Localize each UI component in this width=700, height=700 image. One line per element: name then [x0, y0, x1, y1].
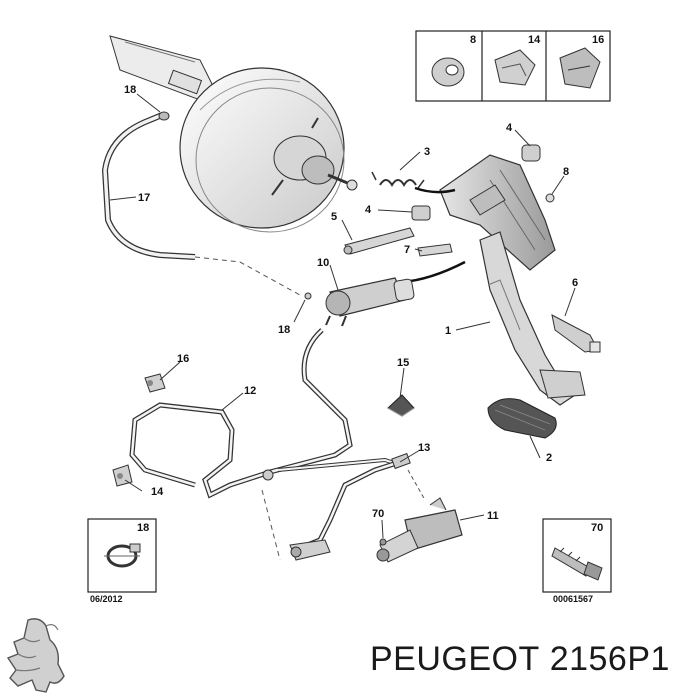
inset-top: 8 14 16: [415, 30, 611, 102]
inset-left-date: 06/2012: [90, 594, 123, 604]
callout-16: 16: [177, 353, 189, 365]
callout-8: 8: [563, 166, 569, 178]
part-caption: PEUGEOT 2156P1: [370, 640, 696, 690]
callout-7: 7: [404, 244, 410, 256]
slave-cylinder: [289, 452, 463, 563]
callout-14: 14: [151, 486, 164, 498]
part-number: 2156P1: [549, 640, 670, 678]
callout-4a: 4: [506, 122, 513, 134]
pedal-assembly: [439, 144, 601, 439]
pivot-parts: [343, 205, 466, 284]
clutch-master-cylinder: [304, 277, 415, 327]
callout-1: 1: [445, 325, 451, 337]
callout-2: 2: [546, 452, 552, 464]
callout-labels: 18 17 3 4 4 8 5 7 10 6 18 1 16 15 12 14 …: [124, 84, 578, 522]
clutch-pipe: [129, 328, 401, 561]
callout-11: 11: [487, 510, 499, 522]
peugeot-lion-logo: [6, 618, 65, 693]
callout-10: 10: [317, 257, 329, 269]
callout-13: 13: [418, 442, 430, 454]
inset-right-ref: 00061567: [553, 594, 593, 604]
inset-right: 70 00061567: [542, 518, 612, 604]
leader-lines: [109, 93, 576, 539]
callout-18b: 18: [278, 324, 290, 336]
inset-left-18: 18: [137, 522, 149, 534]
vacuum-hose: [101, 111, 301, 296]
inset-top-8: 8: [470, 34, 476, 46]
brand-name: PEUGEOT: [370, 640, 540, 678]
pipe-clips: [112, 373, 415, 487]
callout-15: 15: [397, 357, 409, 369]
callout-3: 3: [424, 146, 430, 158]
brake-booster: [109, 35, 358, 233]
callout-18a: 18: [124, 84, 136, 96]
callout-6: 6: [572, 277, 578, 289]
callout-70: 70: [372, 508, 384, 520]
callout-12: 12: [244, 385, 256, 397]
callout-4b: 4: [365, 204, 372, 216]
inset-top-14: 14: [528, 34, 541, 46]
inset-top-16: 16: [592, 34, 604, 46]
inset-left: 18 06/2012: [87, 518, 157, 604]
callout-17: 17: [138, 192, 150, 204]
callout-5: 5: [331, 211, 337, 223]
return-spring: [371, 171, 456, 194]
inset-right-70: 70: [591, 522, 603, 534]
